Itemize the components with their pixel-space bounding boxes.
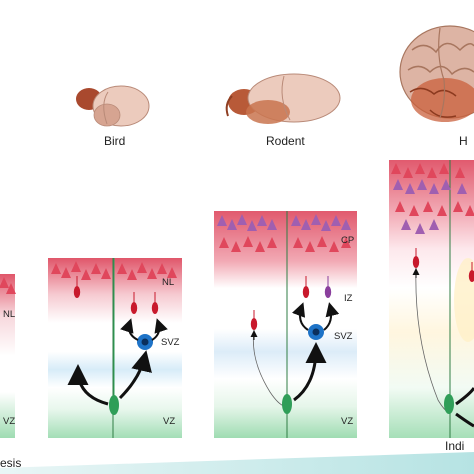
migrating-neuron [324,276,332,298]
bottom-label-right: Indi [445,439,465,453]
zone-label-nl: NL [162,277,175,288]
rodent-brain-illustration [225,73,341,124]
zone-label-cp: CP [341,235,355,246]
migrating-neuron [302,276,310,298]
migrating-neuron [130,292,138,314]
intermediate-progenitor-cell [308,324,324,340]
migrating-neuron [151,292,159,314]
bird-cortex-panel [48,258,182,438]
species-label-human: H [459,134,468,148]
bird-brain-illustration [76,85,150,127]
zone-label-svz: SVZ [161,337,180,348]
zone-label-vz: VZ [341,416,354,427]
left-cortex-panel [0,274,16,438]
neurogenesis-gradient-wedge [0,452,474,474]
migrating-neuron [468,262,474,282]
migrating-neuron [250,310,285,407]
species-label-bird: Bird [104,134,126,148]
zone-label-svz: SVZ [334,331,353,342]
rodent-cortex-panel [214,211,357,438]
radial-glia-cell [444,394,454,414]
human-brain-illustration [399,25,474,122]
radial-glia-cell [109,258,119,415]
migrating-neuron [73,276,81,298]
bottom-label-left: esis [0,456,22,470]
human-cortex-panel [389,160,474,438]
zone-label-vz: VZ [163,416,176,427]
intermediate-progenitor-cell [137,334,153,350]
zone-label-iz: IZ [344,293,353,304]
species-label-rodent: Rodent [266,134,305,148]
zone-label-nl: NL [3,309,16,320]
radial-glia-cell [282,394,292,414]
migrating-neuron [412,248,449,413]
zone-label-vz: VZ [3,416,16,427]
